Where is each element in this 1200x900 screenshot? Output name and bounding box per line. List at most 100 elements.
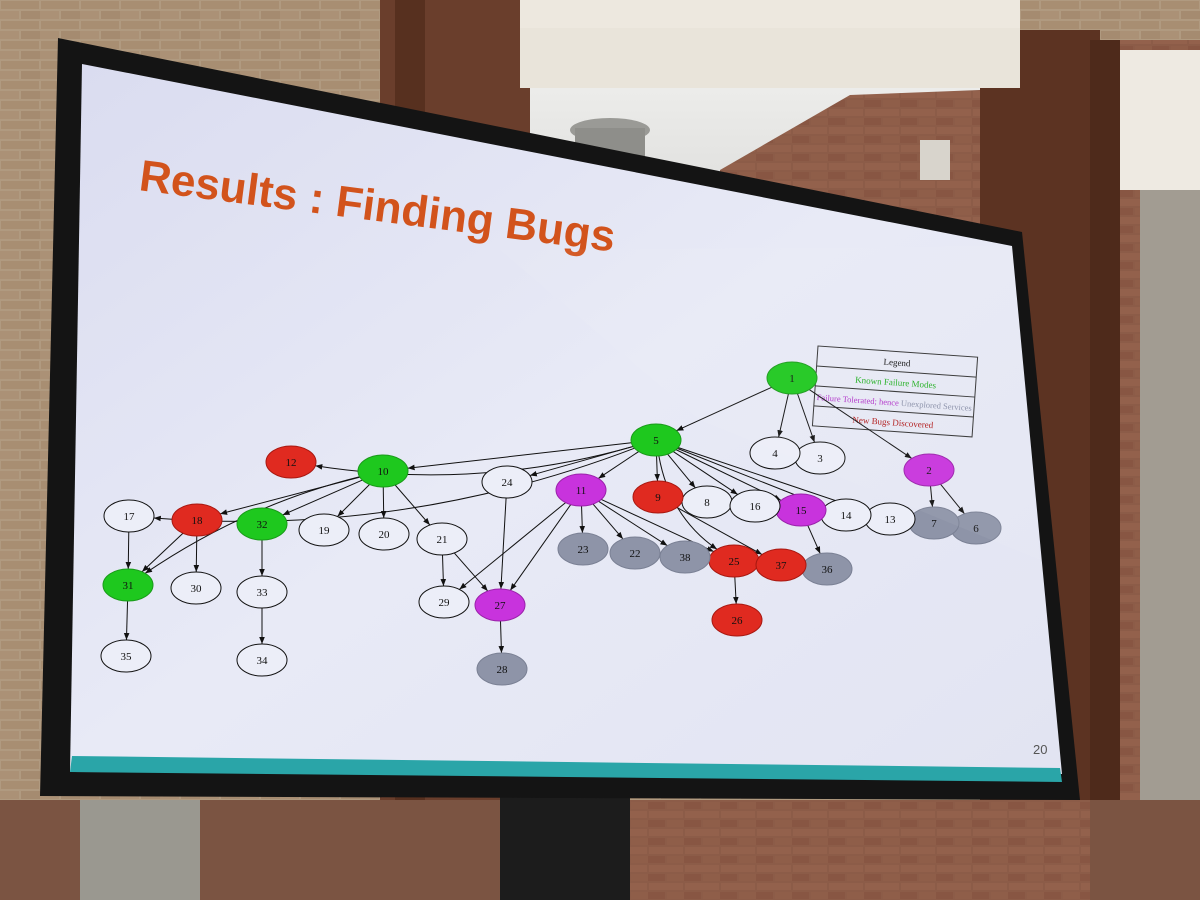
graph-node-shape-2	[903, 453, 955, 487]
graph-node-label-7: 7	[931, 518, 937, 530]
graph-node-label-12: 12	[286, 457, 297, 469]
graph-node-label-6: 6	[973, 523, 979, 535]
graph-node-label-23: 23	[578, 544, 590, 556]
graph-node-19: 19	[298, 513, 350, 547]
graph-edge-1-5	[676, 386, 772, 432]
graph-edge-2-7	[929, 485, 935, 508]
graph-node-shape-31	[102, 568, 154, 602]
graph-node-label-11: 11	[576, 485, 587, 497]
graph-node-label-3: 3	[817, 453, 823, 465]
screen-reflection	[500, 246, 1040, 560]
graph-node-12: 12	[265, 445, 317, 479]
graph-node-label-14: 14	[841, 510, 853, 522]
graph-node-10: 10	[357, 454, 409, 488]
graph-node-label-10: 10	[378, 466, 390, 478]
graph-node-shape-19	[298, 513, 350, 547]
graph-node-label-19: 19	[319, 525, 331, 537]
graph-node-label-35: 35	[121, 651, 133, 663]
graph-node-label-5: 5	[653, 435, 659, 447]
graph-node-24: 24	[481, 465, 533, 499]
graph-node-17: 17	[103, 499, 155, 533]
graph-edge-10-21	[394, 484, 431, 526]
graph-node-shape-16	[729, 489, 781, 523]
graph-node-label-36: 36	[822, 564, 834, 576]
graph-node-label-1: 1	[789, 373, 795, 385]
graph-edge-11-22	[592, 503, 624, 540]
graph-node-8: 8	[681, 485, 733, 519]
graph-edge-18-31	[141, 532, 184, 573]
graph-node-shape-1	[766, 361, 818, 395]
graph-edge-5-11	[598, 451, 639, 479]
graph-edge-5-10	[407, 442, 632, 471]
graph-edge-1-3	[796, 393, 816, 443]
graph-edge-17-31	[125, 531, 132, 570]
graph-node-label-25: 25	[729, 556, 741, 568]
graph-node-9: 9	[632, 480, 684, 514]
graph-node-shape-12	[265, 445, 317, 479]
graph-edge-21-29	[440, 554, 447, 587]
graph-node-22: 22	[609, 536, 661, 570]
graph-node-36: 36	[801, 552, 853, 586]
graph-node-label-4: 4	[772, 448, 778, 460]
graph-edge-10-19	[337, 484, 370, 517]
graph-node-11: 11	[555, 473, 607, 507]
graph-edge-21-27	[453, 552, 489, 592]
graph-node-label-21: 21	[437, 534, 448, 546]
graph-node-label-16: 16	[750, 501, 762, 513]
graph-node-shape-26	[711, 603, 763, 637]
graph-node-34: 34	[236, 643, 288, 677]
graph-node-shape-34	[236, 643, 288, 677]
legend-heading: Legend	[883, 357, 911, 369]
graph-node-shape-37	[755, 548, 807, 582]
graph-edge-31-35	[123, 600, 130, 641]
graph-node-label-28: 28	[497, 664, 509, 676]
graph-edge-18-30	[193, 535, 200, 573]
graph-node-shape-32	[236, 507, 288, 541]
graph-edge-2-6	[940, 483, 965, 515]
graph-node-label-24: 24	[502, 477, 514, 489]
graph-node-label-9: 9	[655, 492, 661, 504]
graph-node-shape-22	[609, 536, 661, 570]
graph-node-5: 5	[630, 423, 682, 457]
legend-unexplored-services: Unexplored Services	[901, 398, 973, 413]
graph-edge-15-36	[807, 525, 821, 554]
graph-node-shape-38	[659, 540, 711, 574]
graph-edge-5-12	[315, 445, 634, 476]
graph-edge-5-9	[654, 455, 660, 482]
graph-node-shape-24	[481, 465, 533, 499]
graph-node-1: 1	[766, 361, 818, 395]
graph-node-shape-28	[476, 652, 528, 686]
graph-node-25: 25	[708, 544, 760, 578]
graph-edge-11-23	[579, 505, 586, 534]
graph-edge-5-8	[667, 453, 696, 489]
graph-node-label-29: 29	[439, 597, 451, 609]
graph-node-label-15: 15	[796, 505, 808, 517]
graph-node-16: 16	[729, 489, 781, 523]
graph-node-26: 26	[711, 603, 763, 637]
graph-node-label-38: 38	[680, 552, 692, 564]
graph-node-shape-23	[557, 532, 609, 566]
graph-edge-1-4	[777, 393, 789, 438]
graph-node-35: 35	[100, 639, 152, 673]
graph-node-18: 18	[171, 503, 223, 537]
graph-edge-27-28	[498, 620, 505, 654]
graph-edge-24-27	[498, 497, 507, 590]
graph-edge-1-2	[808, 389, 913, 459]
graph-node-label-17: 17	[124, 511, 136, 523]
slide-footer-bar	[70, 756, 1062, 782]
graph-node-13: 13	[864, 502, 916, 536]
graph-node-label-31: 31	[123, 580, 134, 592]
graph-node-label-2: 2	[926, 465, 932, 477]
graph-edge-5-24	[529, 445, 634, 477]
graph-node-shape-27	[474, 588, 526, 622]
graph-edge-25-26	[733, 576, 739, 605]
graph-node-shape-17	[103, 499, 155, 533]
graph-node-shape-30	[170, 571, 222, 605]
graph-node-20: 20	[358, 517, 410, 551]
graph-edge-9-37	[676, 507, 763, 555]
graph-edge-5-16	[673, 451, 738, 495]
graph-node-38: 38	[659, 540, 711, 574]
graph-node-shape-11	[555, 473, 607, 507]
graph-node-30: 30	[170, 571, 222, 605]
